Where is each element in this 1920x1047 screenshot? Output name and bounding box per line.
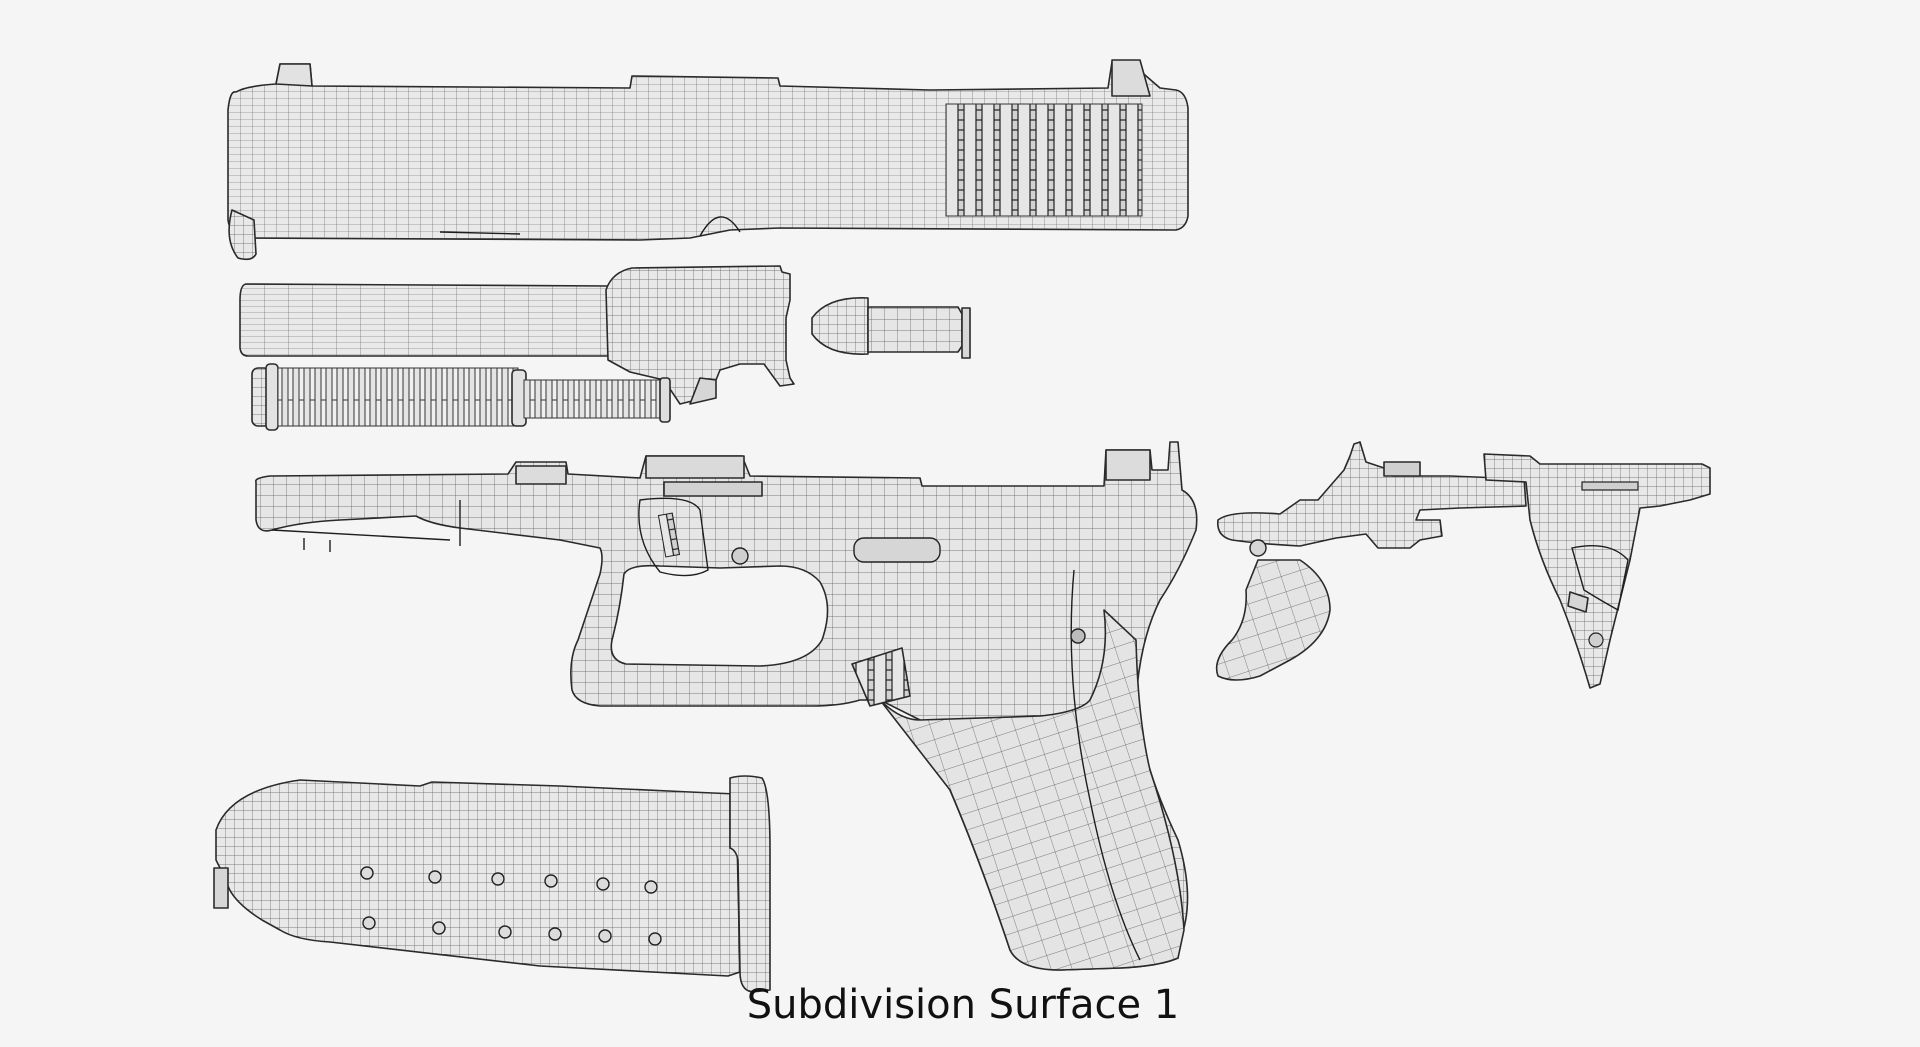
cartridge-part	[811, 297, 971, 359]
render-caption: Subdivision Surface 1	[746, 982, 1180, 1028]
trigger-assembly-part	[1215, 441, 1527, 681]
frame-part	[255, 441, 1198, 971]
recoil-spring-part	[251, 363, 671, 431]
barrel-part	[239, 265, 795, 405]
slide-part	[227, 59, 1189, 261]
trigger-housing-part	[1483, 453, 1711, 689]
magazine-witness-holes	[360, 866, 662, 946]
magazine-part	[213, 775, 771, 993]
